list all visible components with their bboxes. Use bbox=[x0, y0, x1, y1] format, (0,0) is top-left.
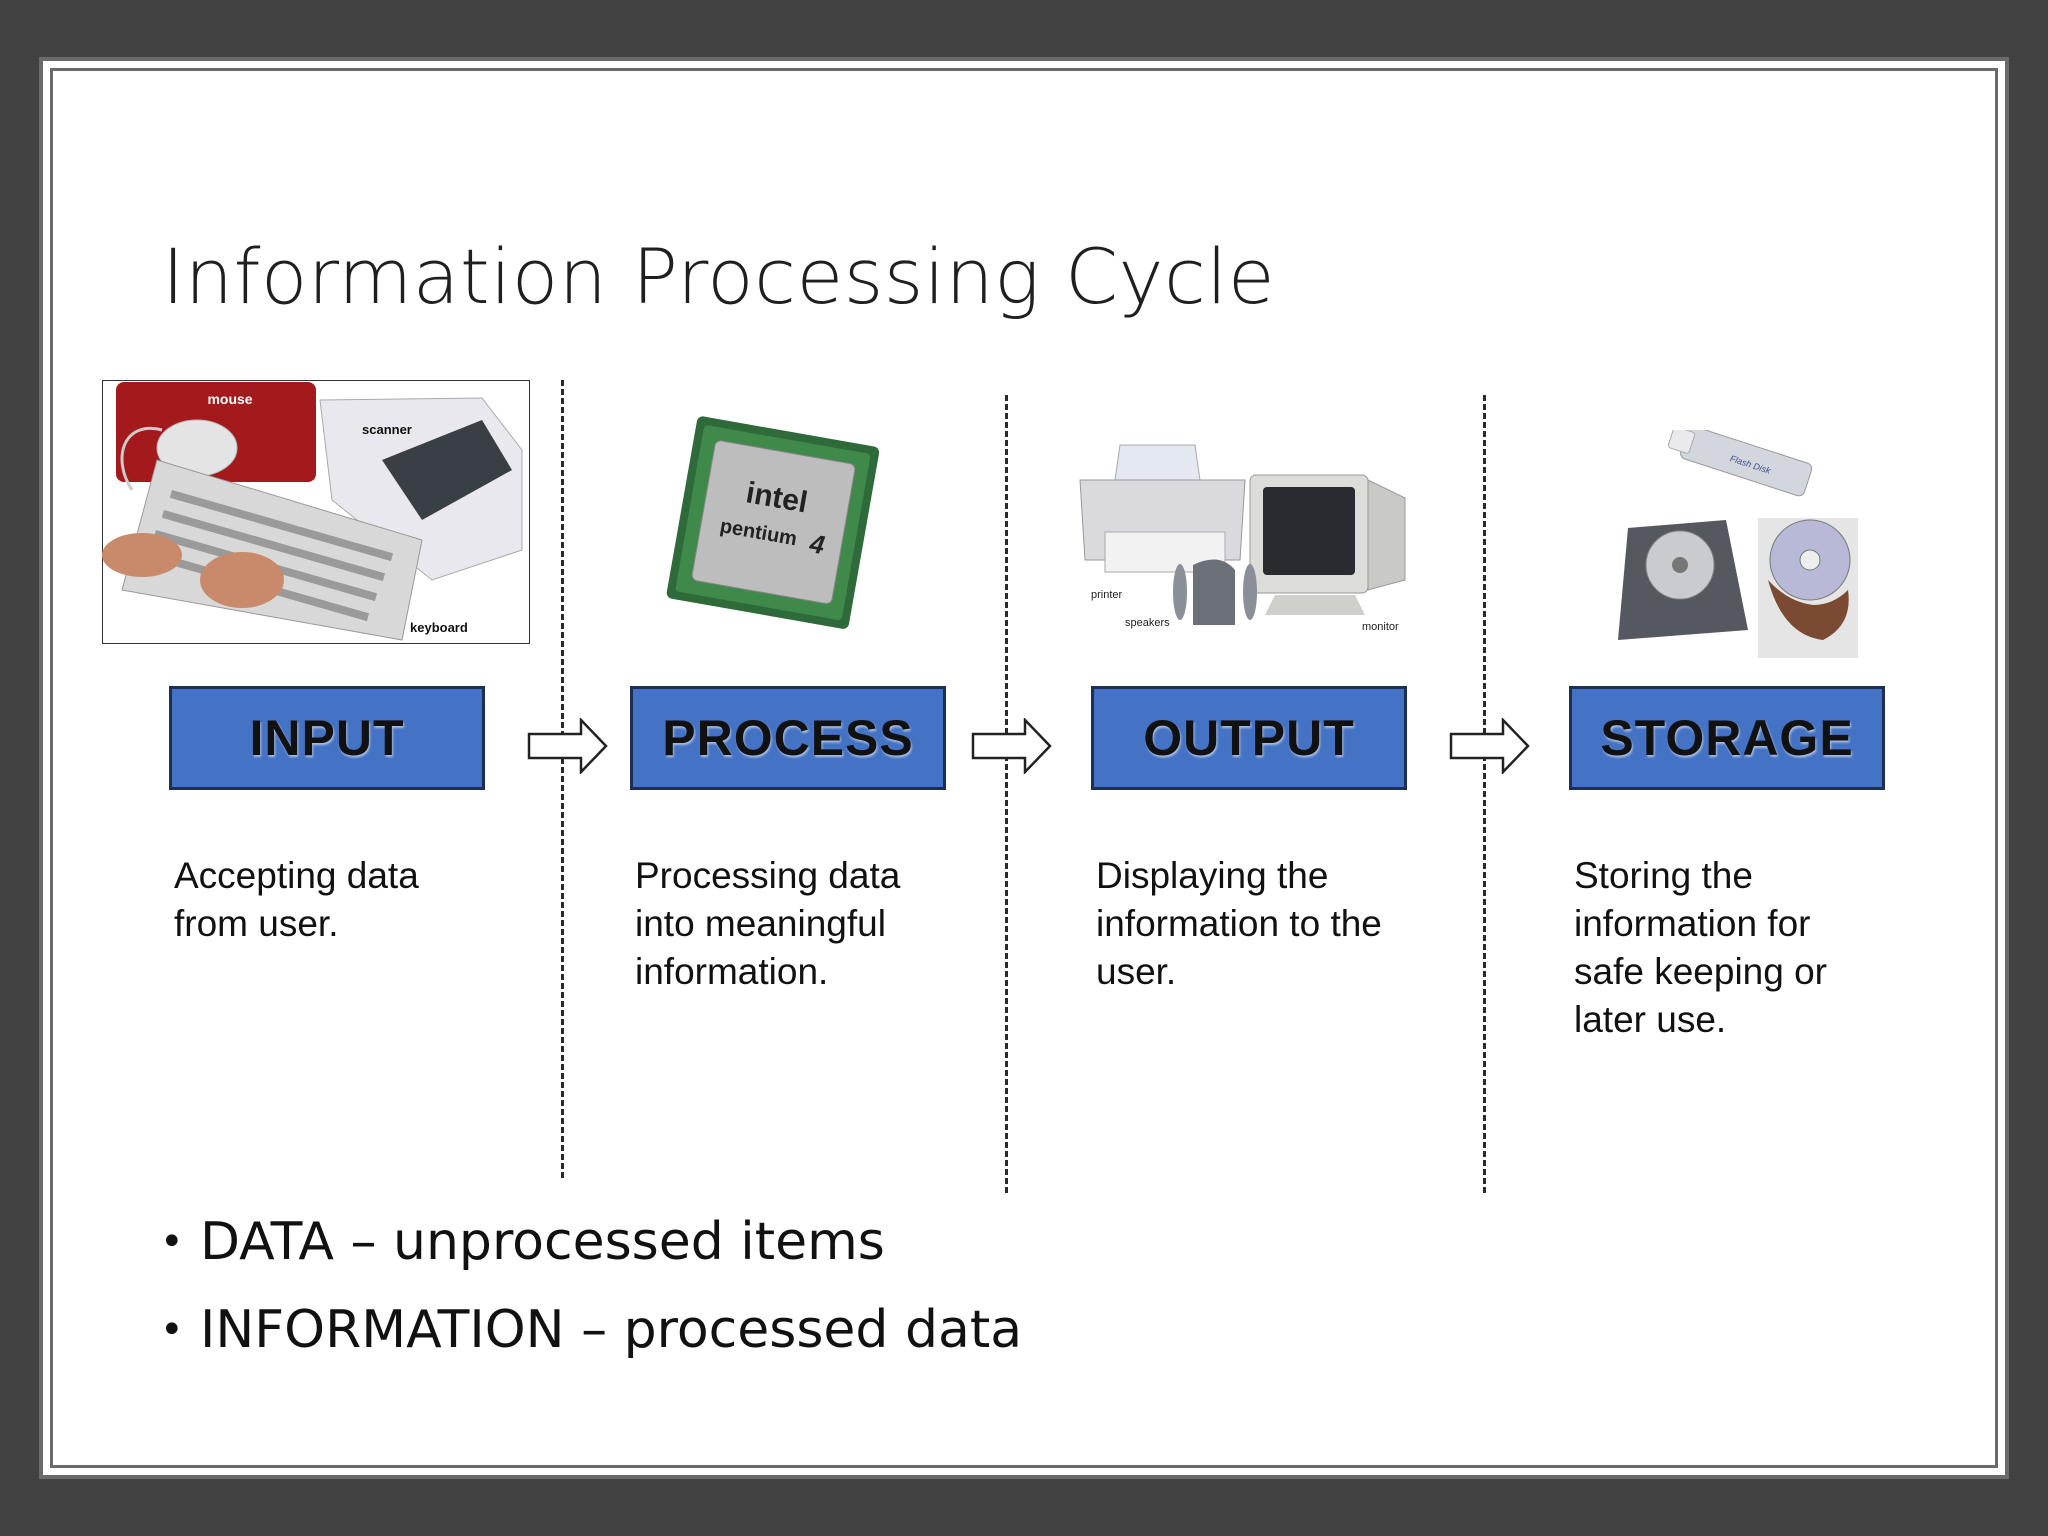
bullet-text: INFORMATION – processed data bbox=[200, 1300, 1023, 1360]
description-line: user. bbox=[1096, 951, 1177, 992]
output-label-speakers: speakers bbox=[1125, 617, 1170, 629]
description-line: information to the bbox=[1096, 903, 1382, 944]
description-line: Processing data bbox=[635, 855, 901, 896]
input-label-mouse: mouse bbox=[207, 391, 252, 407]
stage-description-output: Displaying the information to the user. bbox=[1096, 852, 1426, 996]
description-line: Displaying the bbox=[1096, 855, 1329, 896]
stage-description-storage: Storing the information for safe keeping… bbox=[1574, 852, 1904, 1044]
chip-label-version: 4 bbox=[807, 528, 828, 560]
stage-description-input: Accepting data from user. bbox=[174, 852, 504, 948]
divider-output-storage bbox=[1483, 395, 1486, 1193]
bullet-item: • DATA – unprocessed items bbox=[160, 1198, 1022, 1286]
input-devices-image: mouse scanner keyboard bbox=[102, 380, 530, 644]
output-label-monitor: monitor bbox=[1362, 621, 1399, 633]
storage-devices-image: Flash Disk bbox=[1618, 430, 1858, 658]
arrow-right-icon bbox=[527, 718, 608, 774]
slide-title: Information Processing Cycle bbox=[162, 232, 1276, 321]
description-line: information. bbox=[635, 951, 829, 992]
description-line: Storing the bbox=[1574, 855, 1753, 896]
processor-chip-image: intel pentium 4 bbox=[666, 416, 880, 629]
description-line: from user. bbox=[174, 903, 339, 944]
divider-input-process bbox=[561, 380, 564, 1178]
bullet-text: DATA – unprocessed items bbox=[200, 1212, 885, 1272]
description-line: safe keeping or bbox=[1574, 951, 1828, 992]
divider-process-output bbox=[1005, 395, 1008, 1193]
output-devices-image: printer monitor speakers bbox=[1079, 444, 1406, 633]
bullet-dot-icon: • bbox=[160, 1307, 184, 1353]
stage-box-input: INPUT bbox=[169, 686, 485, 790]
stage-description-process: Processing data into meaningful informat… bbox=[635, 852, 965, 996]
description-line: Accepting data bbox=[174, 855, 419, 896]
definition-list: • DATA – unprocessed items • INFORMATION –… bbox=[160, 1198, 1022, 1374]
stage-box-output: OUTPUT bbox=[1091, 686, 1407, 790]
description-line: information for bbox=[1574, 903, 1811, 944]
stage-box-storage: STORAGE bbox=[1569, 686, 1885, 790]
output-label-printer: printer bbox=[1091, 589, 1123, 601]
description-line: into meaningful bbox=[635, 903, 886, 944]
bullet-dot-icon: • bbox=[160, 1219, 184, 1265]
input-label-keyboard: keyboard bbox=[410, 620, 468, 635]
stage-box-process: PROCESS bbox=[630, 686, 946, 790]
arrow-right-icon bbox=[971, 718, 1052, 774]
bullet-item: • INFORMATION – processed data bbox=[160, 1286, 1022, 1374]
input-label-scanner: scanner bbox=[362, 422, 412, 437]
arrow-right-icon bbox=[1449, 718, 1530, 774]
description-line: later use. bbox=[1574, 999, 1727, 1040]
